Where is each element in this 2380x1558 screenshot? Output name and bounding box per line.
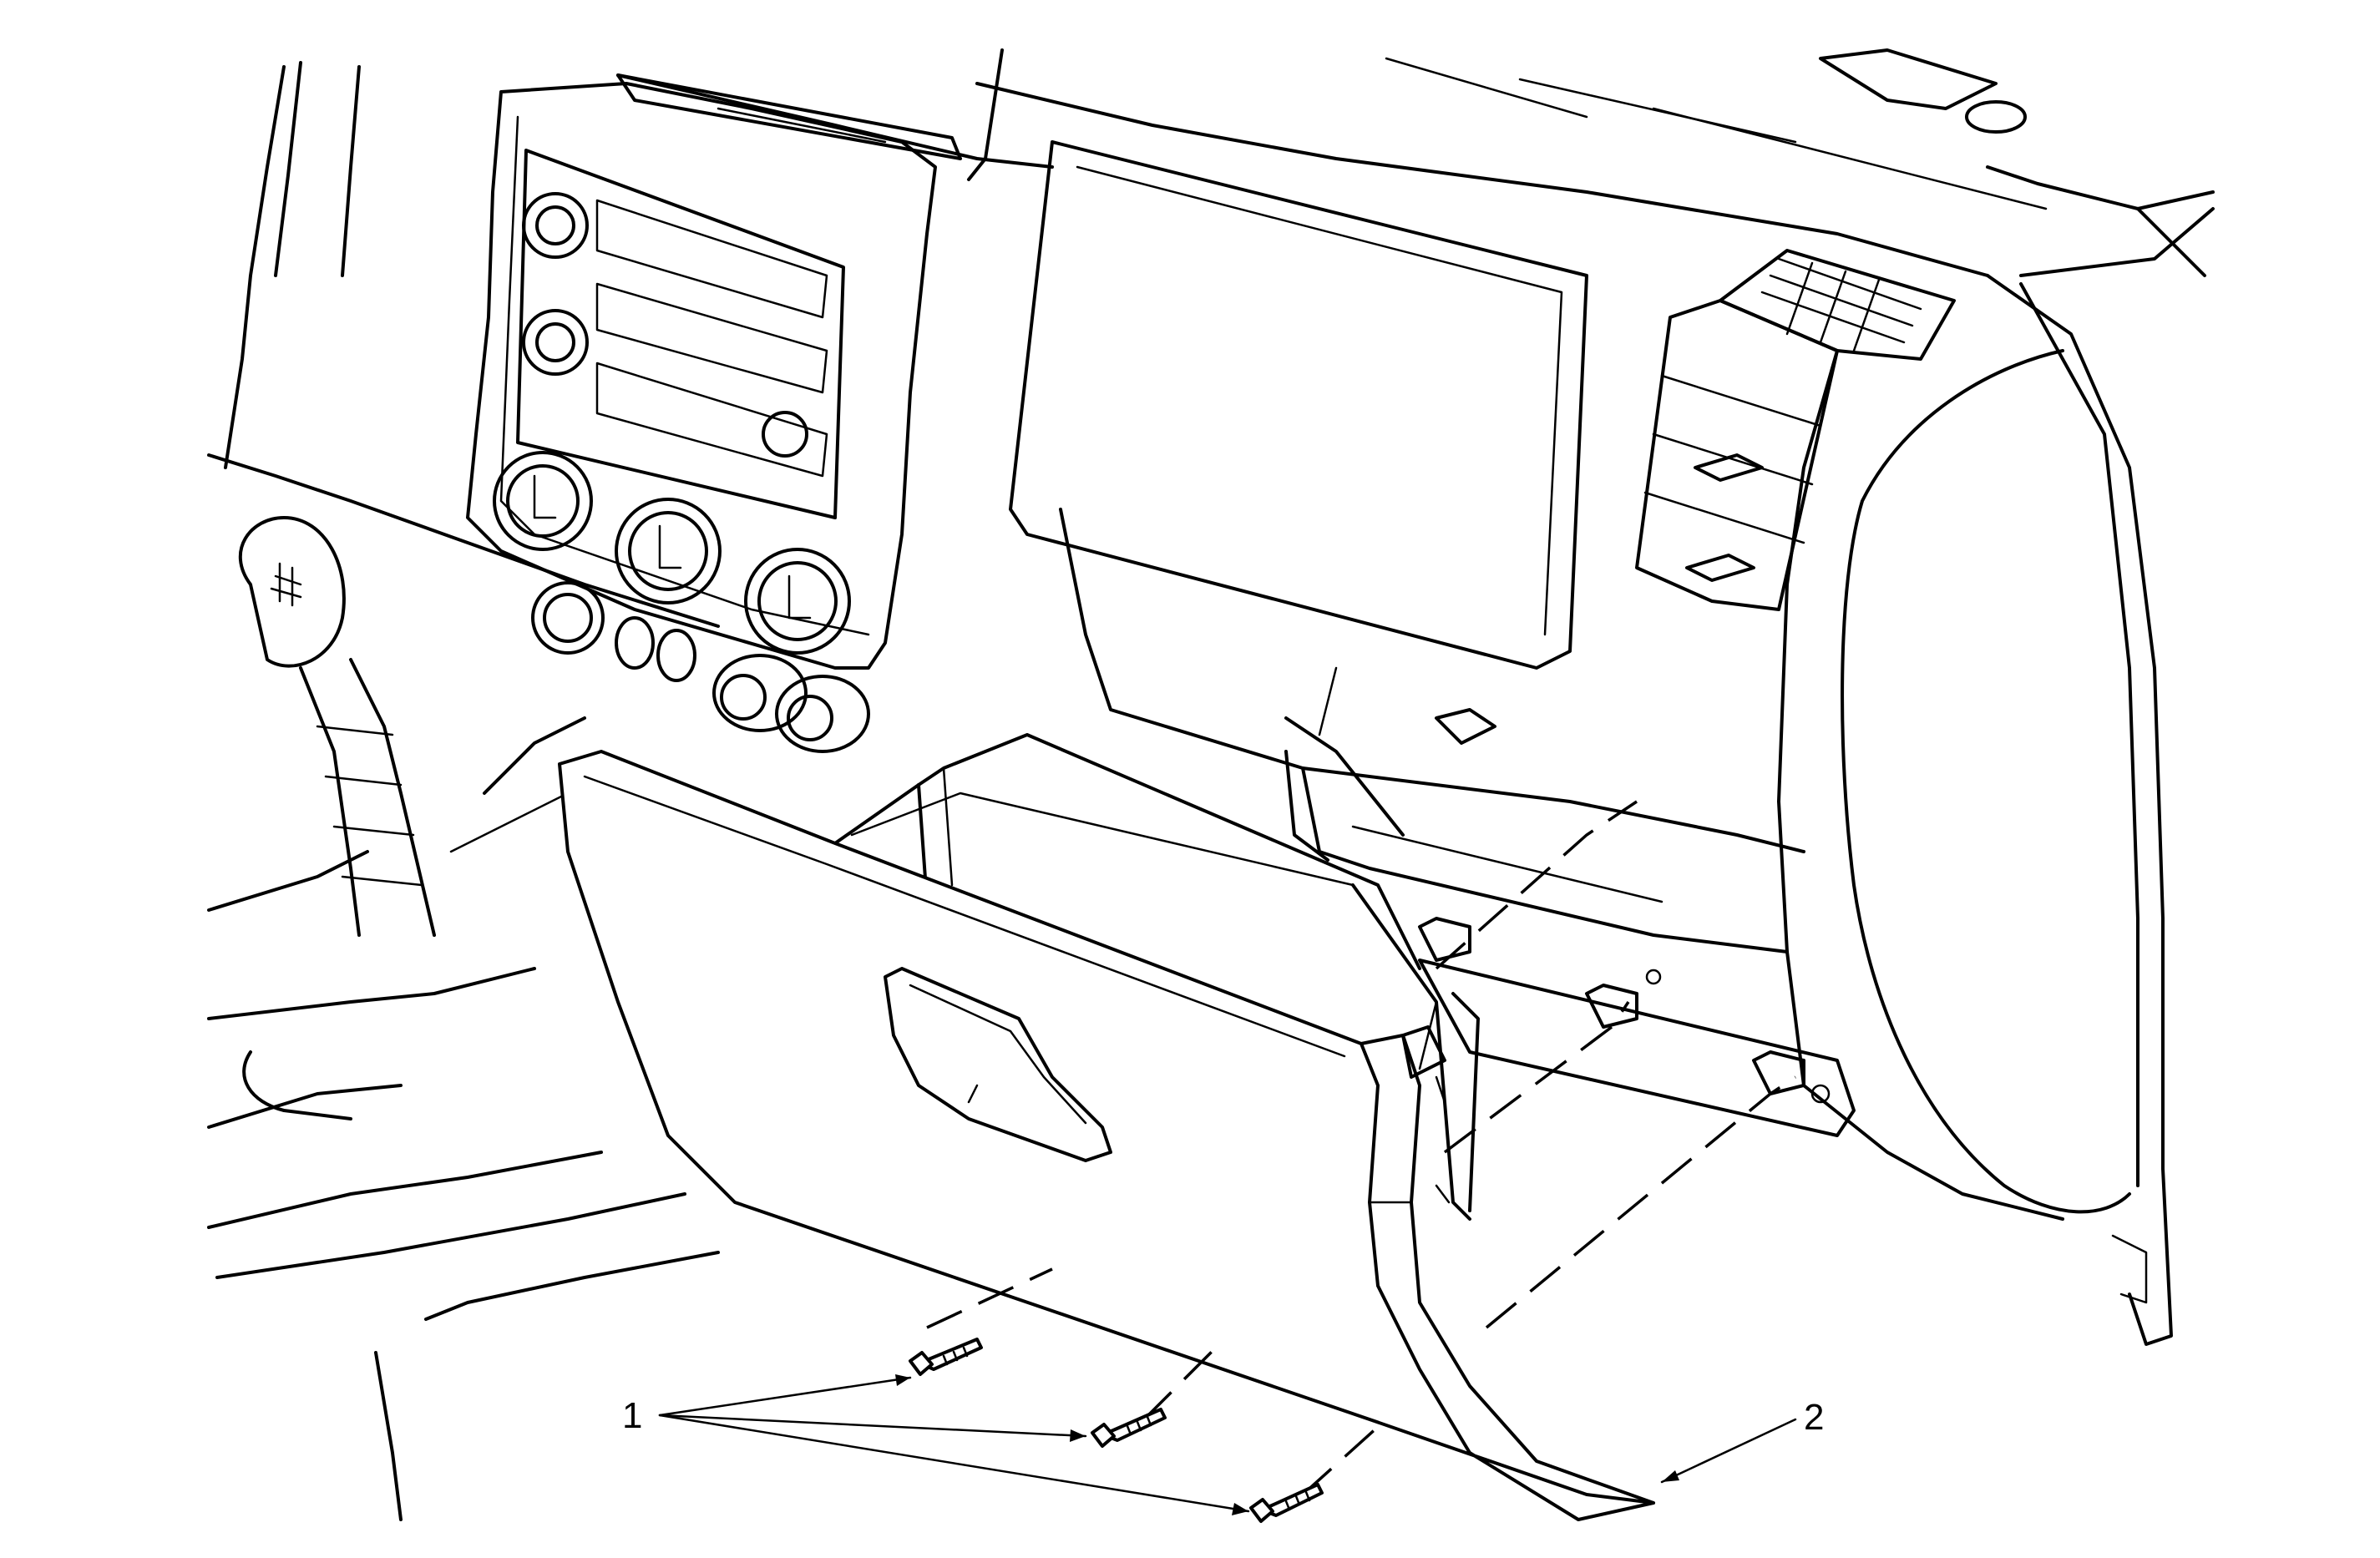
callout-label-1: 1 [622,1395,642,1436]
glove-box-latch-handle [884,967,1112,1162]
screw-3 [1249,1483,1324,1523]
callout-label-2: 2 [1804,1397,1824,1438]
glove-box-assembly [558,733,1655,1521]
installation-lines [926,800,1796,1496]
hvac-controls [493,451,870,753]
callout-2: 2 [1660,1397,1824,1484]
radio-unit [516,149,845,519]
screw-2 [1091,1408,1167,1448]
callout-1: 1 [622,1374,1250,1515]
screw-1 [909,1338,983,1376]
instrument-panel [207,48,2215,1521]
shifter [238,516,436,937]
passenger-air-vent [1635,249,1956,611]
